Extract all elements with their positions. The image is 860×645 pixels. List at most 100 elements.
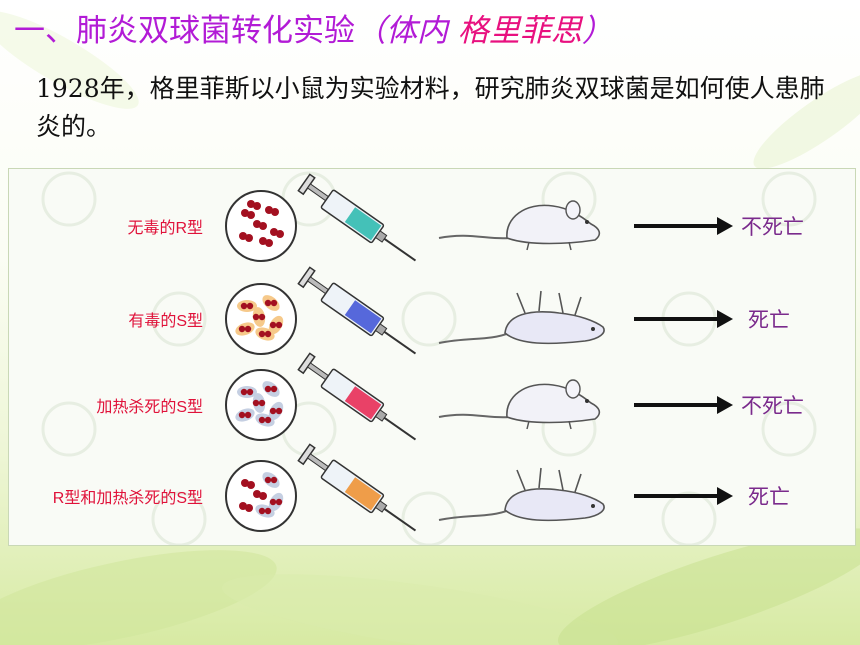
- bacterium: [247, 211, 255, 219]
- bacterium: [275, 498, 283, 506]
- syringe: [297, 352, 417, 441]
- watermark-mark: [41, 171, 97, 227]
- bacterium: [264, 385, 272, 393]
- experiment-row: [225, 266, 733, 355]
- bacterium: [244, 411, 252, 419]
- bacterium: [258, 416, 266, 424]
- bacterium: [265, 239, 273, 247]
- mouse-leg: [574, 296, 582, 316]
- bacterium: [259, 222, 267, 230]
- bacterium: [240, 388, 248, 396]
- bacterium: [275, 407, 283, 415]
- experiment-row: [225, 443, 733, 532]
- syringe-liquid: [344, 386, 382, 420]
- arrow-head: [717, 217, 733, 235]
- syringe-needle: [383, 416, 417, 441]
- bacterium: [276, 230, 284, 238]
- bacterium: [264, 416, 272, 424]
- mouse-dead: [438, 290, 605, 345]
- watermark-mark: [401, 491, 457, 545]
- bacterium: [247, 481, 255, 489]
- syringe-rod: [306, 453, 330, 472]
- title-main: 一、肺炎双球菌转化实验: [14, 13, 355, 49]
- bacterium: [246, 302, 254, 310]
- bacterium: [246, 388, 254, 396]
- bacterium: [264, 330, 272, 338]
- mouse-alive: [438, 379, 601, 430]
- mouse-body: [506, 383, 601, 424]
- result-label: 不死亡: [741, 395, 804, 418]
- bacterium: [269, 407, 277, 415]
- experiment-row: [225, 173, 733, 262]
- mouse-eye: [585, 399, 589, 403]
- watermark-mark: [761, 171, 817, 227]
- mouse-tail: [438, 234, 510, 240]
- bacterium: [264, 476, 272, 484]
- syringe: [297, 266, 417, 355]
- bacterium: [258, 399, 266, 407]
- bacterium: [258, 507, 266, 515]
- syringe-rod: [306, 276, 330, 295]
- syringe: [297, 173, 417, 262]
- mouse-body: [504, 311, 605, 345]
- slide-title: 一、肺炎双球菌转化实验（体内 格里菲思）: [14, 8, 613, 54]
- mouse-alive: [438, 200, 601, 251]
- bacterium: [238, 325, 246, 333]
- mouse-leg: [526, 420, 530, 430]
- strain-label: R型和加热杀死的S型: [52, 490, 203, 507]
- syringe-needle: [383, 237, 417, 262]
- syringe-rod: [306, 183, 330, 202]
- mouse-leg: [574, 473, 582, 493]
- mouse-leg: [538, 467, 542, 489]
- intro-text: 1928年，格里菲斯以小鼠为实验材料，研究肺炎双球菌是如何使人患肺炎的。: [36, 74, 825, 141]
- mouse-tail: [438, 509, 510, 521]
- mouse-dead: [438, 467, 605, 522]
- mouse-eye: [591, 504, 595, 508]
- mouse-leg: [568, 420, 572, 430]
- bacterium: [240, 302, 248, 310]
- strain-label: 有毒的S型: [128, 313, 203, 330]
- result-label: 死亡: [748, 309, 790, 332]
- bacterium: [275, 321, 283, 329]
- mouse-ear: [565, 379, 581, 399]
- watermark-mark: [401, 291, 457, 347]
- experiment-panel: [8, 168, 856, 546]
- syringe-needle: [383, 507, 417, 532]
- bacterium: [245, 234, 253, 242]
- strain-label: 加热杀死的S型: [96, 399, 203, 416]
- bacterium: [259, 492, 267, 500]
- bacterium: [264, 507, 272, 515]
- bacterium: [271, 208, 279, 216]
- title-paren-close: ）: [581, 13, 613, 49]
- mouse-tail: [438, 413, 510, 419]
- title-scientist: 格里菲思: [457, 13, 582, 49]
- bacterium: [258, 313, 266, 321]
- mouse-leg: [558, 469, 564, 491]
- mouse-body: [504, 488, 605, 522]
- bacterium: [270, 476, 278, 484]
- mouse-leg: [538, 290, 542, 312]
- syringe-liquid: [344, 477, 382, 511]
- mouse-leg: [516, 469, 526, 491]
- bacterium: [238, 411, 246, 419]
- watermark-mark: [151, 491, 207, 545]
- bacterium: [245, 504, 253, 512]
- mouse-ear: [565, 200, 581, 220]
- syringe-rod: [306, 362, 330, 381]
- mouse-eye: [585, 220, 589, 224]
- bacterium: [252, 313, 260, 321]
- watermark-mark: [661, 491, 717, 545]
- bacterium: [258, 330, 266, 338]
- mouse-eye: [591, 327, 595, 331]
- syringe: [297, 443, 417, 532]
- syringe-liquid: [344, 300, 382, 334]
- bacterium: [269, 321, 277, 329]
- mouse-leg: [526, 241, 530, 251]
- mouse-leg: [558, 292, 564, 314]
- title-paren-open: （体内: [355, 13, 448, 49]
- syringe-liquid: [344, 207, 382, 241]
- bacterium: [244, 325, 252, 333]
- arrow-head: [717, 487, 733, 505]
- bacterium: [252, 399, 260, 407]
